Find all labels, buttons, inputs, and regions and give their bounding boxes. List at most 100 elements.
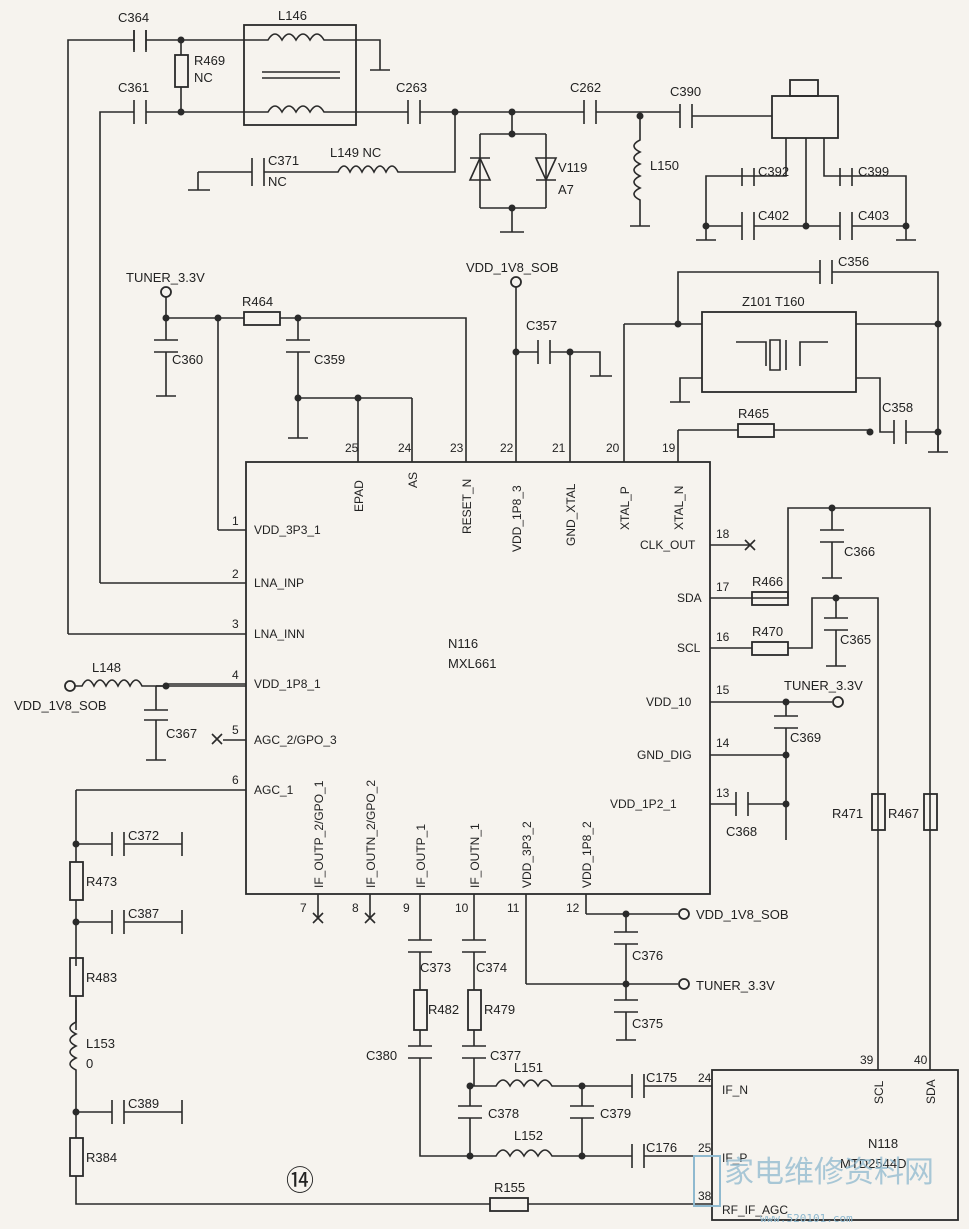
pin-num-9: 9 — [403, 901, 410, 915]
pin-num-4: 4 — [232, 668, 239, 682]
pin-name-5: AGC_2/GPO_3 — [254, 733, 337, 747]
pin-name-13: VDD_1P2_1 — [610, 797, 677, 811]
chip-part: MXL661 — [448, 656, 496, 671]
c376-label: C376 — [632, 948, 663, 963]
c263-label: C263 — [396, 80, 427, 95]
page-marker: ⑭ — [286, 1164, 314, 1197]
c359-label: C359 — [314, 352, 345, 367]
r483-label: R483 — [86, 970, 117, 985]
n118-pin-num-24: 24 — [698, 1071, 712, 1085]
pin-num-23: 23 — [450, 441, 464, 455]
pin-num-12: 12 — [566, 901, 580, 915]
r471-label: R471 — [832, 806, 863, 821]
pin-name-6: AGC_1 — [254, 783, 294, 797]
pin-name-8: IF_OUTN_2/GPO_2 — [364, 780, 378, 888]
chip-ref: N116 — [448, 636, 478, 651]
pin-name-23: RESET_N — [460, 479, 474, 534]
l153-value: 0 — [86, 1056, 93, 1071]
r466-label: R466 — [752, 574, 783, 589]
l151-label: L151 — [514, 1060, 543, 1075]
c399-label: C399 — [858, 164, 889, 179]
pin-num-15: 15 — [716, 683, 730, 697]
n118-pin-num-40: 40 — [914, 1053, 928, 1067]
c361-label: C361 — [118, 80, 149, 95]
pin-name-14: GND_DIG — [637, 748, 692, 762]
rf-connector — [771, 95, 839, 139]
c360-label: C360 — [172, 352, 203, 367]
pin-name-11: VDD_3P3_2 — [520, 821, 534, 888]
r465-label: R465 — [738, 406, 769, 421]
l149-label: L149 NC — [330, 145, 381, 160]
c389-label: C389 — [128, 1096, 159, 1111]
pin-name-7: IF_OUTP_2/GPO_1 — [312, 780, 326, 888]
net-vdd1v8-left: VDD_1V8_SOB — [14, 698, 107, 713]
pin-num-5: 5 — [232, 723, 239, 737]
pin-name-20: XTAL_P — [618, 486, 632, 530]
n118-pin-num-25: 25 — [698, 1141, 712, 1155]
pin-num-8: 8 — [352, 901, 359, 915]
pin-num-25: 25 — [345, 441, 359, 455]
net-vdd1v8-bottom: VDD_1V8_SOB — [696, 907, 789, 922]
c371-label: C371 — [268, 153, 299, 168]
r467-label: R467 — [888, 806, 919, 821]
pin-num-21: 21 — [552, 441, 566, 455]
pin-num-10: 10 — [455, 901, 469, 915]
pin-num-11: 11 — [507, 901, 520, 915]
chip2-part: MTD2544D — [840, 1156, 906, 1171]
pin-name-15: VDD_10 — [646, 695, 692, 709]
r469-label: R469 — [194, 53, 225, 68]
pin-name-2: LNA_INP — [254, 576, 304, 590]
pin-name-25: EPAD — [352, 480, 366, 512]
pin-num-2: 2 — [232, 567, 239, 581]
pin-num-3: 3 — [232, 617, 239, 631]
n118-pin-name-25: IF_P — [722, 1151, 747, 1165]
r469-nc: NC — [194, 70, 213, 85]
c358-label: C358 — [882, 400, 913, 415]
c403-label: C403 — [858, 208, 889, 223]
pin-num-20: 20 — [606, 441, 620, 455]
v119-label: V119 — [558, 160, 587, 175]
pin-num-14: 14 — [716, 736, 730, 750]
pin-name-9: IF_OUTP_1 — [414, 824, 428, 888]
n118-pin-name-39: SCL — [872, 1080, 886, 1104]
l146-box — [243, 24, 357, 126]
c387-label: C387 — [128, 906, 159, 921]
pin-num-7: 7 — [300, 901, 307, 915]
c374-label: C374 — [476, 960, 507, 975]
n118-pin-name-38: RF_IF_AGC — [722, 1203, 788, 1217]
net-tuner33-right: TUNER_3.3V — [784, 678, 863, 693]
r384-label: R384 — [86, 1150, 117, 1165]
r470-label: R470 — [752, 624, 783, 639]
pin-name-24: AS — [406, 472, 420, 488]
c175-label: C175 — [646, 1070, 677, 1085]
c366-label: C366 — [844, 544, 875, 559]
c369-label: C369 — [790, 730, 821, 745]
c380-label: C380 — [366, 1048, 397, 1063]
pin-num-24: 24 — [398, 441, 412, 455]
l148-label: L148 — [92, 660, 121, 675]
pin-name-22: VDD_1P8_3 — [510, 485, 524, 552]
n118-pin-name-24: IF_N — [722, 1083, 748, 1097]
chip2-ref: N118 — [868, 1136, 898, 1151]
l146-label: L146 — [278, 8, 307, 23]
r473-label: R473 — [86, 874, 117, 889]
c379-label: C379 — [600, 1106, 631, 1121]
pin-num-22: 22 — [500, 441, 514, 455]
l153-label: L153 — [86, 1036, 115, 1051]
n118-pin-name-40: SDA — [924, 1079, 938, 1104]
z101-label: Z101 T160 — [742, 294, 805, 309]
pin-name-16: SCL — [677, 641, 701, 655]
c368-label: C368 — [726, 824, 757, 839]
c372-label: C372 — [128, 828, 159, 843]
chip-n118 — [711, 1069, 959, 1221]
chip-n116 — [245, 461, 711, 895]
c262-label: C262 — [570, 80, 601, 95]
pin-name-17: SDA — [677, 591, 702, 605]
l152-label: L152 — [514, 1128, 543, 1143]
r482-label: R482 — [428, 1002, 459, 1017]
a7-label: A7 — [558, 182, 574, 197]
pin-num-19: 19 — [662, 441, 676, 455]
n118-pin-num-38: 38 — [698, 1189, 712, 1203]
c390-label: C390 — [670, 84, 701, 99]
